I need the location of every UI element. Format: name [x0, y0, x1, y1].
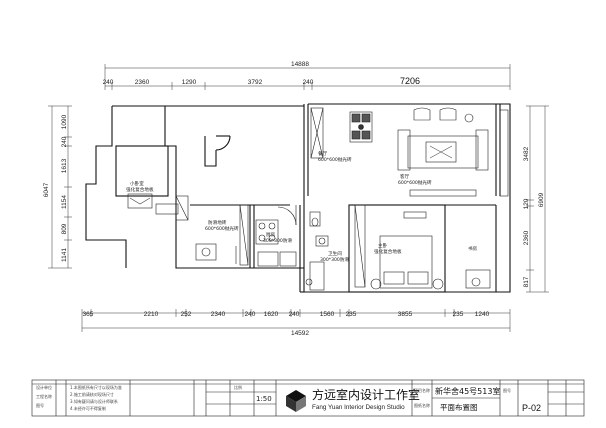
- title-block: [31, 379, 585, 417]
- small-bed: [127, 193, 179, 215]
- dim-bottom-seg-10: 3855: [398, 311, 413, 318]
- room-kitchen-name: 厨房: [266, 231, 276, 238]
- dim-bottom-seg-6: 1620: [264, 311, 279, 318]
- top-dimension-chain: [104, 64, 511, 90]
- dim-bottom-seg-9: 235: [346, 311, 357, 318]
- tb-project: 新华舍45号513室: [435, 386, 500, 396]
- dim-top-seg-5: 240: [303, 79, 314, 86]
- tv-cabinet: [409, 189, 477, 197]
- dim-right-overall: 6909: [538, 192, 545, 207]
- dim-bottom-seg-7: 240: [289, 311, 300, 318]
- left-dimension-chain: [48, 105, 72, 269]
- dim-left-seg-5: 809: [61, 223, 68, 234]
- tb-code: P-02: [522, 403, 541, 413]
- room-bath-name: 卫生间: [328, 250, 342, 257]
- room-dining-name: 餐厅: [318, 150, 328, 157]
- dim-right-seg-3: 2360: [523, 230, 530, 245]
- tb-drawing: 平面布置图: [440, 402, 478, 412]
- room-small-bed-name: 小卧室: [130, 180, 144, 187]
- room-dining-size: 600*600抛光砖: [318, 156, 352, 163]
- tb-scale-label: 比例: [234, 384, 242, 390]
- dim-left-seg-4: 1154: [61, 195, 68, 209]
- dim-bottom-seg-11: 235: [453, 311, 464, 318]
- dim-left-overall: 6047: [43, 182, 50, 197]
- dim-left-seg-6: 1141: [61, 248, 68, 262]
- dim-top-seg-2: 2360: [135, 79, 150, 86]
- dim-top-overall: 14888: [291, 61, 309, 68]
- dim-top-seg-4: 3792: [248, 79, 263, 86]
- room-balcony-name: 防滑地砖: [208, 219, 227, 226]
- dim-top-seg-3: 1290: [182, 79, 197, 86]
- room-balcony-size: 600*600抛光砖: [205, 225, 239, 232]
- tb-note-2: 2.施工前请核对现场尺寸: [70, 391, 114, 397]
- dim-right-seg-2: 120: [523, 198, 530, 209]
- room-master-name: 主卧: [378, 242, 388, 249]
- tb-note-3: 3.如有疑问请与设计师联系: [70, 398, 118, 404]
- tb-note-4: 4.未经许可不得复制: [70, 405, 106, 411]
- dining-table: [349, 111, 373, 143]
- study-desk: [465, 269, 491, 289]
- tb-note-1: 1.本图纸所有尺寸以现场为准: [70, 384, 122, 390]
- dim-top-seg-1: 240: [103, 79, 114, 86]
- room-living-size: 600*600抛光砖: [398, 179, 432, 186]
- dim-left-seg-2: 240: [61, 136, 68, 147]
- dim-bottom-seg-3: 252: [181, 311, 192, 318]
- tb-drawing-label: 图纸名称: [414, 402, 430, 408]
- dim-bottom-seg-12: 1240: [475, 311, 490, 318]
- dim-bottom-seg-1: 365: [83, 311, 94, 318]
- dim-bottom-overall: 14592: [291, 330, 309, 337]
- tb-code-label: 图号: [503, 387, 511, 393]
- tb-studio-cn: 方远室内设计工作室: [312, 387, 420, 402]
- tb-cell-1: 设计单位: [36, 384, 52, 390]
- kitchen-fixtures: [255, 205, 297, 267]
- sofa-set: [397, 107, 489, 171]
- studio-logo-icon: [286, 390, 306, 412]
- tb-studio-en: Fang Yuan Interior Design Studio: [312, 404, 405, 411]
- room-kitchen-size: 300*300防滑: [263, 237, 292, 244]
- washroom-fixtures: [305, 211, 329, 286]
- dim-bottom-seg-4: 2340: [211, 311, 226, 318]
- dim-right-seg-4: 817: [523, 276, 530, 287]
- master-bed: [370, 211, 444, 290]
- room-master-floor: 强化复合地板: [374, 248, 402, 255]
- room-living-name: 客厅: [400, 173, 410, 180]
- dim-right-seg-1: 3482: [523, 146, 530, 161]
- tb-scale: 1:50: [256, 395, 272, 403]
- room-study-name: 书房: [468, 245, 478, 252]
- right-dimension-chain: [526, 105, 549, 293]
- tb-project-label: 项目名称: [414, 387, 430, 393]
- bottom-dimension-chain: [81, 309, 511, 332]
- tb-cell-2: 工程名称: [36, 393, 52, 399]
- dim-top-right: 7206: [400, 76, 420, 86]
- balcony-fixtures: [195, 243, 237, 264]
- dim-bottom-seg-5: 240: [245, 311, 256, 318]
- tb-cell-3: 图号: [36, 402, 44, 408]
- dim-bottom-seg-2: 2210: [144, 311, 159, 318]
- dim-bottom-seg-8: 1560: [320, 311, 335, 318]
- room-bath-size: 300*300防滑: [320, 256, 349, 263]
- dim-left-seg-1: 1090: [61, 114, 68, 129]
- room-small-bed-floor: 强化复合地板: [126, 186, 154, 193]
- cabinets: [175, 107, 509, 291]
- dim-left-seg-3: 1613: [61, 158, 68, 173]
